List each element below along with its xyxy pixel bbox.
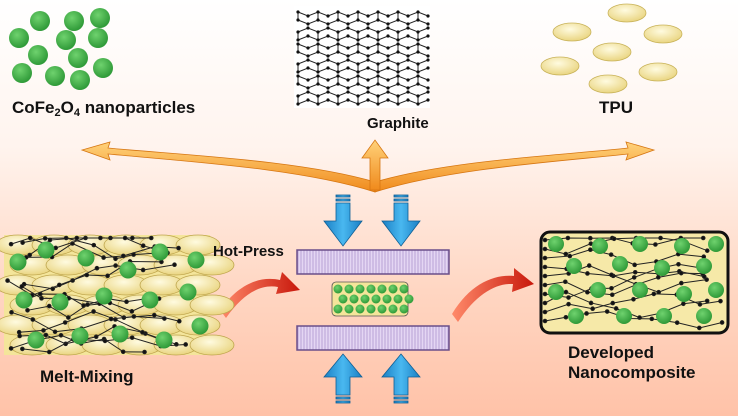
arrow-up-icon — [381, 353, 421, 404]
cofe-text-rest: nanoparticles — [79, 98, 196, 117]
arrow-down-icon — [323, 194, 363, 247]
hot-press-assembly — [296, 249, 450, 351]
melt-mixing-label: Melt-Mixing — [40, 367, 134, 386]
cofe2o4-particles — [9, 8, 113, 90]
graphite-label: Graphite — [367, 115, 429, 132]
curved-arrow-icon — [452, 268, 534, 322]
developed-label-line2: Nanocomposite — [568, 362, 696, 382]
cofe-subscript-2: 2 — [54, 107, 61, 119]
pressed-sample — [331, 281, 414, 317]
arrow-up-icon — [323, 353, 363, 404]
melt-mixed-composite — [0, 234, 235, 356]
tpu-label: TPU — [599, 98, 633, 117]
arrow-down-icon — [381, 194, 421, 247]
graphite-lattice — [294, 6, 430, 108]
press-arrows — [323, 194, 421, 404]
cofe-text-o: O — [60, 98, 74, 117]
flow-arrows — [80, 139, 656, 193]
cofe2o4-label: CoFe2O4 nanoparticles — [12, 98, 196, 119]
cofe-subscript-4: 4 — [73, 107, 80, 119]
developed-label-line1: Developed — [568, 343, 654, 362]
press-bottom-plate — [296, 325, 450, 351]
cofe-text: CoFe — [12, 98, 55, 117]
hot-press-label: Hot-Press — [213, 243, 284, 260]
curved-arrow-icon — [220, 272, 300, 318]
press-top-plate — [296, 249, 450, 275]
developed-nanocomposite — [539, 230, 730, 335]
tpu-particles — [540, 3, 683, 94]
